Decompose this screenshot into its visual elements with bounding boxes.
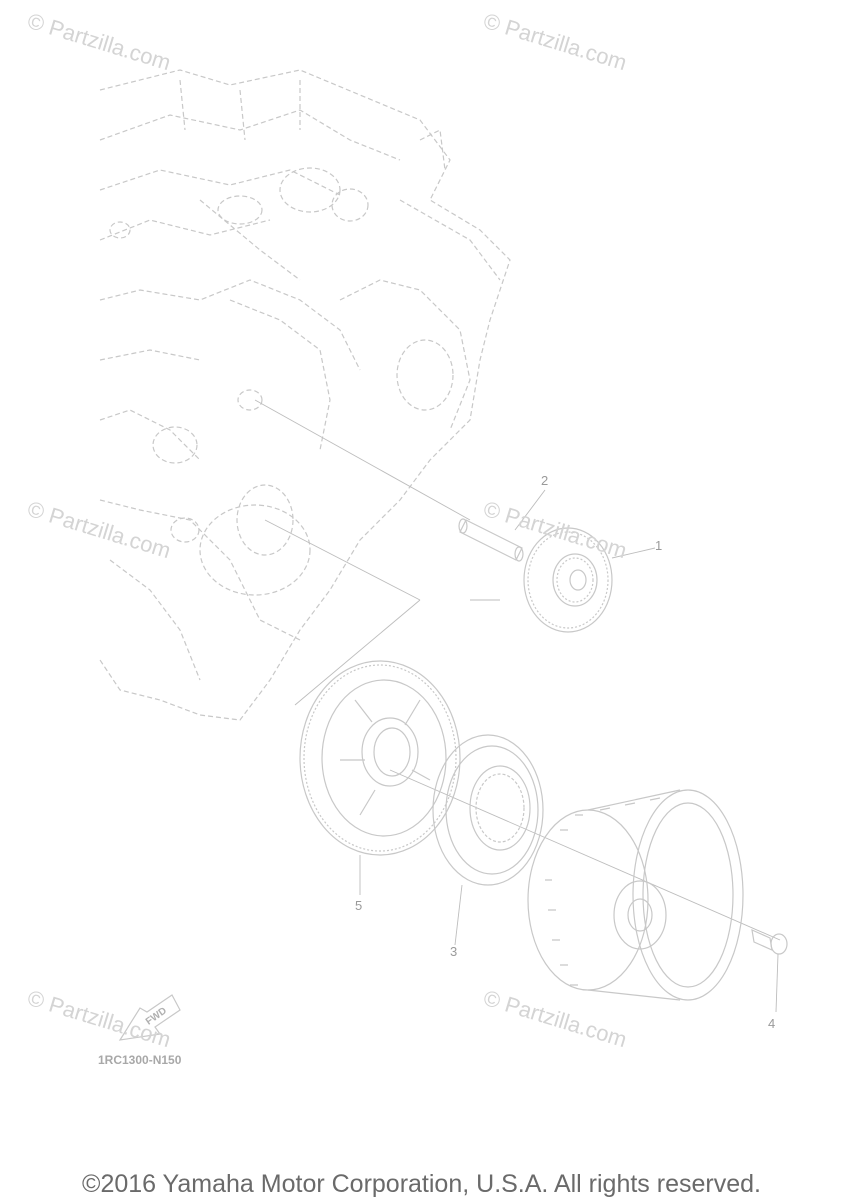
diagram-code: 1RC1300-N150 (98, 1053, 182, 1067)
starter-clutch-housing (527, 789, 744, 1001)
part-3-one-way-clutch (432, 734, 544, 886)
callout-4[interactable]: 4 (768, 1016, 776, 1031)
callout-3[interactable]: 3 (450, 944, 458, 959)
callout-leaders (359, 489, 779, 1013)
part-2-shaft (458, 518, 524, 562)
fwd-arrow-icon (118, 994, 181, 1041)
callout-5[interactable]: 5 (355, 898, 363, 913)
callout-1[interactable]: 1 (655, 538, 663, 553)
part-1-idler-gear (523, 527, 613, 633)
copyright-notice: ©2016 Yamaha Motor Corporation, U.S.A. A… (82, 1170, 761, 1198)
engine-crankcase (99, 69, 511, 721)
part-5-starter-gear (299, 660, 461, 856)
part-4-bolt (751, 928, 788, 955)
callout-2[interactable]: 2 (541, 473, 549, 488)
assembly-lines (254, 399, 781, 941)
